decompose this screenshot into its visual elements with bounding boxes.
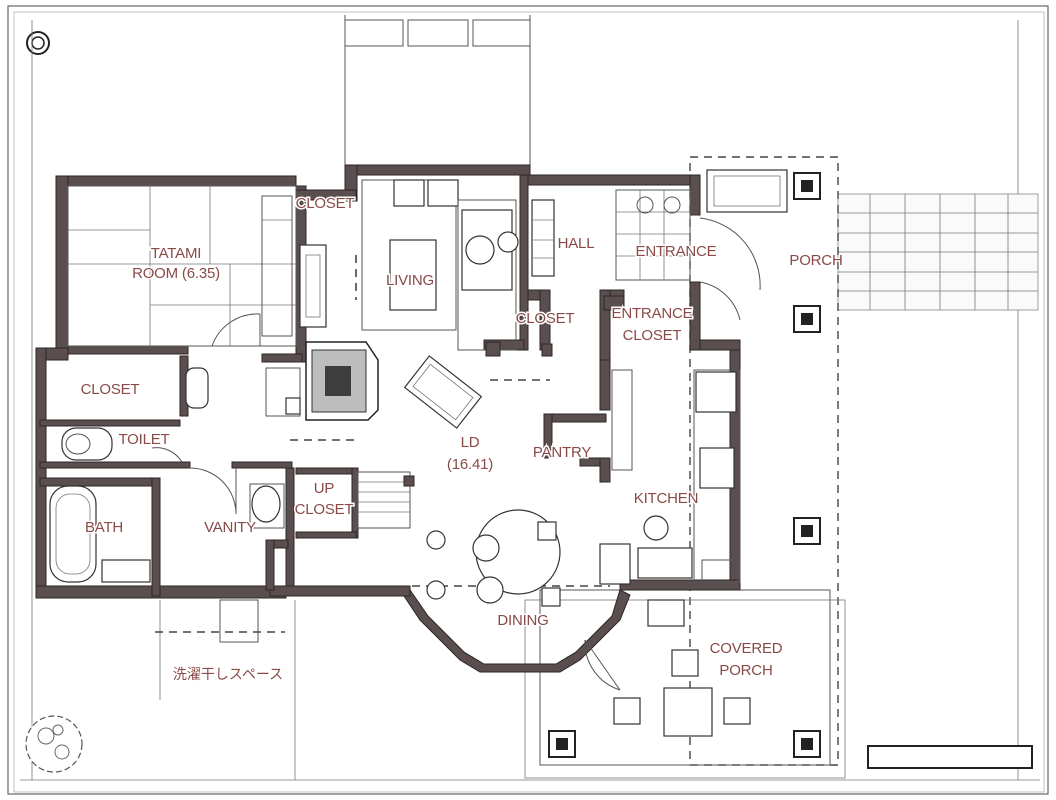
label-entrance-closet-line1: ENTRANCE: [612, 305, 693, 322]
covered-porch-furniture: [584, 599, 751, 737]
fireplace: [265, 341, 379, 421]
label-toilet: TOILET: [118, 431, 169, 448]
label-pantry: PANTRY: [533, 444, 591, 461]
coffee-table: [403, 355, 483, 429]
parking-area: [344, 15, 531, 165]
paving-grid: [837, 193, 1039, 311]
living-furniture: [299, 179, 555, 351]
label-vanity: VANITY: [204, 519, 256, 536]
label-porch: PORCH: [789, 252, 842, 269]
label-covered-porch-line2: PORCH: [719, 662, 772, 679]
north-marker-icon: [26, 31, 50, 55]
closet-top-shelves: [261, 195, 293, 337]
label-ld-line2: (16.41): [447, 456, 493, 473]
label-tatami-line2: ROOM (6.35): [132, 265, 220, 282]
label-living: LIVING: [386, 272, 434, 289]
hall-details: [485, 189, 691, 357]
label-bath: BATH: [85, 519, 123, 536]
stairs: [357, 471, 415, 529]
site-border-inner: [13, 11, 1045, 793]
label-up-closet-line1: UP: [314, 480, 335, 497]
label-covered-porch-line1: COVERED: [710, 640, 783, 657]
label-up-closet-line2: CLOSET: [295, 501, 354, 518]
site-border: [7, 5, 1049, 795]
label-entrance: ENTRANCE: [636, 243, 717, 260]
label-laundry-space: 洗濯干しスペース: [173, 667, 283, 683]
dining-table: [426, 509, 561, 607]
label-closet-left: CLOSET: [81, 381, 140, 398]
label-dining: DINING: [497, 612, 548, 629]
room-labels: CLOSET TATAMI ROOM (6.35) LIVING HALL EN…: [79, 194, 844, 685]
kitchen-counters: [599, 369, 741, 585]
label-ld-line1: LD: [461, 434, 480, 451]
scale-bar: [867, 745, 1033, 769]
porch-posts: [548, 172, 821, 758]
label-tatami-line1: TATAMI: [151, 245, 201, 262]
label-closet-hall: CLOSET: [516, 310, 575, 327]
label-hall: HALL: [558, 235, 595, 252]
label-closet-top: CLOSET: [296, 195, 355, 212]
tatami-mats: [67, 185, 297, 347]
tree-icon: [25, 715, 83, 773]
label-entrance-closet-line2: CLOSET: [623, 327, 682, 344]
exterior-walls: [35, 164, 741, 673]
entrance-door: [699, 169, 788, 321]
yard-lines: [20, 20, 1040, 781]
bathroom-fixtures: [49, 367, 285, 643]
label-kitchen: KITCHEN: [634, 490, 698, 507]
